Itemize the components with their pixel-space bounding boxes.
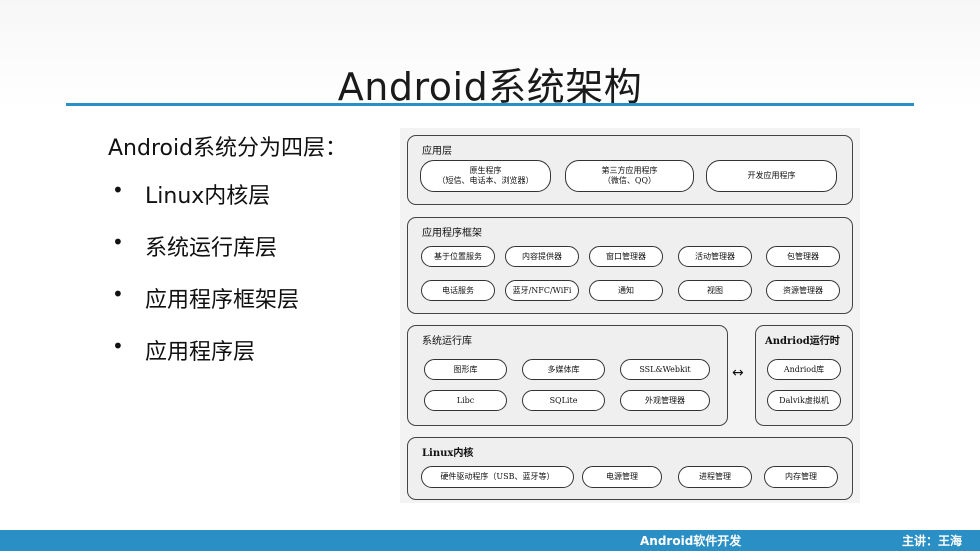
notification-box: 通知 — [589, 280, 663, 301]
dalvik-vm-box: Dalvik虚拟机 — [767, 390, 841, 411]
bullet-dot-icon: • — [112, 334, 124, 358]
bullet-dot-icon: • — [112, 282, 124, 306]
layer-title: 系统运行库 — [422, 336, 472, 347]
developer-apps-box: 开发应用程序 — [706, 160, 837, 192]
graphics-library-box: 图形库 — [424, 359, 507, 380]
power-management-box: 电源管理 — [582, 466, 662, 488]
bullet-item: • 应用程序框架层 — [112, 282, 299, 334]
native-apps-box: 原生程序（短信、电话本、浏览器） — [420, 160, 551, 192]
title-underline — [66, 103, 914, 106]
double-arrow-icon: ↔ — [732, 365, 744, 381]
intro-text: Android系统分为四层： — [108, 136, 348, 161]
footer-bar: Android软件开发 主讲：王海 — [0, 530, 980, 551]
telephony-service-box: 电话服务 — [421, 280, 495, 301]
activity-manager-box: 活动管理器 — [678, 246, 752, 267]
view-box: 视图 — [678, 280, 752, 301]
box-label: 第三方应用程序 — [601, 166, 658, 175]
application-layer: 应用层 原生程序（短信、电话本、浏览器） 第三方应用程序（微信、QQ） 开发应用… — [407, 135, 853, 205]
bullet-dot-icon: • — [112, 230, 124, 254]
bullet-label: 应用程序框架层 — [145, 288, 300, 313]
package-manager-box: 包管理器 — [766, 246, 840, 267]
resource-manager-box: 资源管理器 — [766, 280, 840, 301]
hardware-drivers-box: 硬件驱动程序（USB、蓝牙等） — [421, 466, 574, 488]
memory-management-box: 内存管理 — [764, 466, 838, 488]
ssl-webkit-box: SSL&Webkit — [620, 359, 710, 380]
box-sublabel: （短信、电话本、浏览器） — [437, 176, 534, 185]
box-label: 原生程序 — [469, 166, 502, 175]
bullet-item: • 应用程序层 — [112, 334, 299, 386]
media-library-box: 多媒体库 — [522, 359, 605, 380]
bluetooth-nfc-wifi-box: 蓝牙/NFC/WiFi — [505, 280, 579, 301]
layer-title: Andriod运行时 — [765, 336, 840, 347]
slide-title: Android系统架构 — [337, 65, 643, 109]
surface-manager-box: 外观管理器 — [620, 390, 710, 411]
bullet-label: 应用程序层 — [145, 340, 256, 365]
system-libraries-layer: 系统运行库 图形库 多媒体库 SSL&Webkit Libc SQLite 外观… — [407, 325, 728, 426]
bullet-item: • 系统运行库层 — [112, 230, 299, 282]
window-manager-box: 窗口管理器 — [589, 246, 663, 267]
title-band — [0, 0, 980, 110]
box-sublabel: （微信、QQ） — [602, 176, 657, 185]
framework-layer: 应用程序框架 基于位置服务 内容提供器 窗口管理器 活动管理器 包管理器 电话服… — [407, 217, 853, 314]
bullet-label: Linux内核层 — [145, 184, 271, 209]
bullet-item: • Linux内核层 — [112, 178, 299, 230]
process-management-box: 进程管理 — [678, 466, 752, 488]
layer-title: Linux内核 — [422, 448, 474, 459]
bullet-dot-icon: • — [112, 178, 124, 202]
layer-bullet-list: • Linux内核层 • 系统运行库层 • 应用程序框架层 • 应用程序层 — [112, 178, 299, 386]
layer-title: 应用程序框架 — [422, 228, 482, 239]
architecture-diagram: 应用层 原生程序（短信、电话本、浏览器） 第三方应用程序（微信、QQ） 开发应用… — [400, 128, 860, 503]
location-service-box: 基于位置服务 — [421, 246, 495, 267]
third-party-apps-box: 第三方应用程序（微信、QQ） — [565, 160, 694, 192]
android-runtime-layer: Andriod运行时 Andriod库 Dalvik虚拟机 — [755, 325, 853, 426]
footer-presenter: 主讲：王海 — [901, 534, 962, 548]
sqlite-box: SQLite — [522, 390, 605, 411]
android-core-library-box: Andriod库 — [767, 359, 841, 380]
linux-kernel-layer: Linux内核 硬件驱动程序（USB、蓝牙等） 电源管理 进程管理 内存管理 — [407, 437, 853, 500]
libc-box: Libc — [424, 390, 507, 411]
bullet-label: 系统运行库层 — [145, 236, 278, 261]
layer-title: 应用层 — [422, 146, 452, 157]
content-provider-box: 内容提供器 — [505, 246, 579, 267]
box-label: 开发应用程序 — [747, 171, 796, 180]
footer-course-title: Android软件开发 — [640, 534, 742, 548]
